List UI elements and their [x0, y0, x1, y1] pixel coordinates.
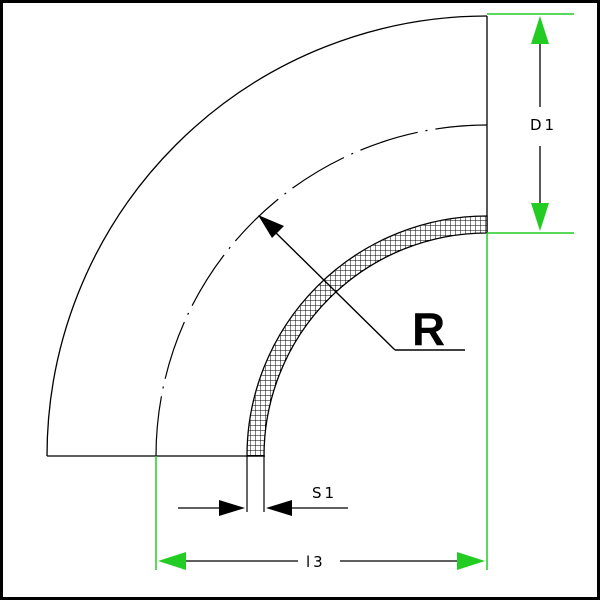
dimension-d1: D1: [487, 13, 574, 234]
s1-arrow-right-icon: [219, 500, 245, 516]
r-leader-line: [271, 228, 396, 351]
d1-arrow-up-icon: [531, 16, 549, 44]
l3-arrow-left-icon: [158, 552, 186, 570]
d1-arrow-down-icon: [531, 203, 549, 231]
radius-callout: R: [258, 215, 465, 355]
dimension-l3: l3: [155, 233, 488, 571]
s1-label: S1: [312, 484, 337, 502]
wall-section-hatched: [246, 215, 488, 457]
dimension-s1: S1: [178, 456, 348, 516]
r-label: R: [412, 303, 445, 355]
outer-arc: [46, 15, 488, 457]
r-arrow-icon: [258, 215, 284, 238]
d1-label: D1: [530, 116, 557, 134]
s1-arrow-left-icon: [266, 500, 292, 516]
center-line: [155, 124, 488, 457]
l3-arrow-right-icon: [457, 552, 485, 570]
l3-label: l3: [306, 553, 326, 571]
